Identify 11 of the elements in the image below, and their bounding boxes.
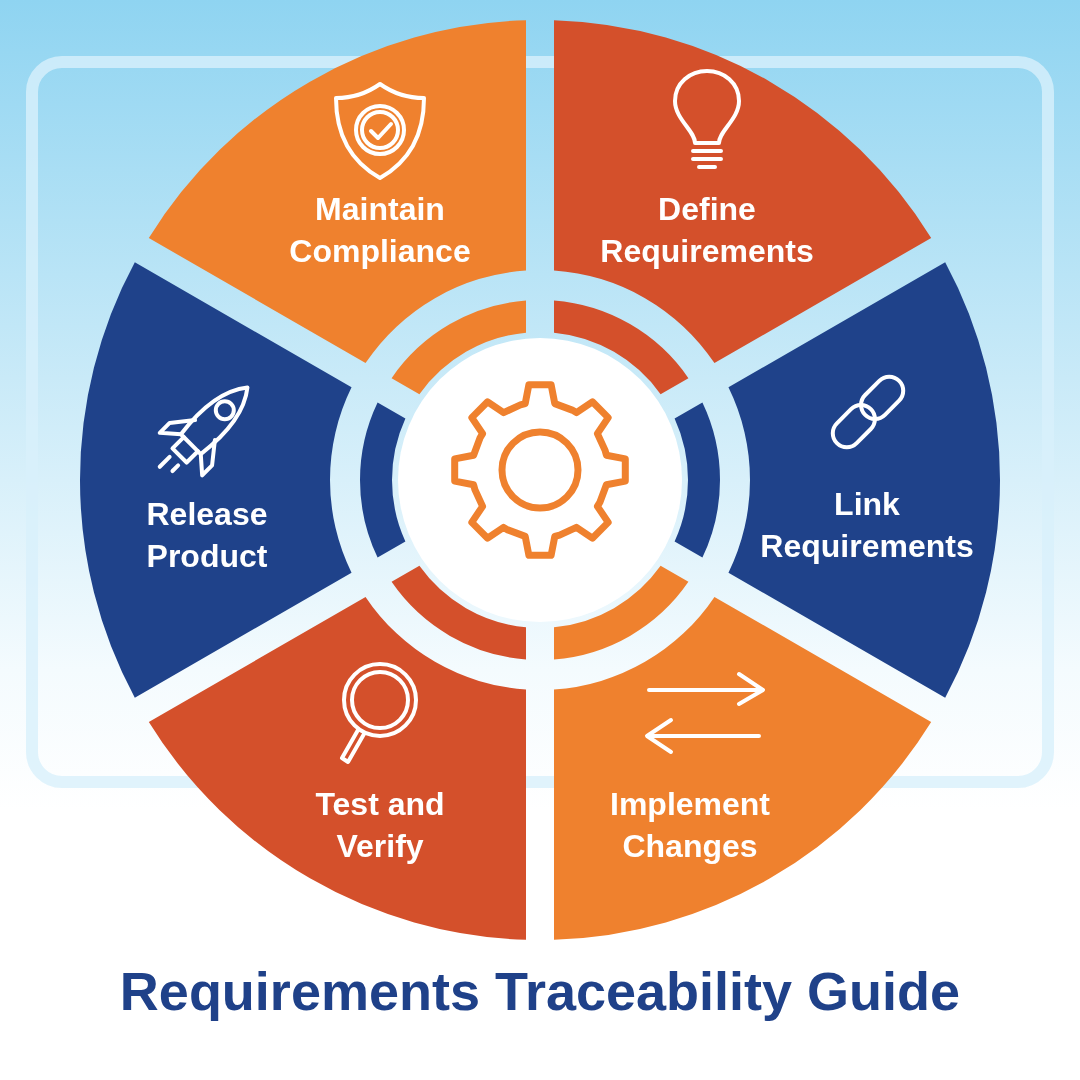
segment-label: Maintain Compliance [288, 190, 472, 271]
segment-label: Implement Changes [609, 785, 771, 866]
segment-label: Release Product [145, 495, 269, 576]
wheel-segment [148, 20, 526, 395]
segment-label: Test and Verify [314, 785, 446, 866]
wheel-segment [554, 565, 932, 940]
segment-label: Define Requirements [599, 190, 815, 271]
wheel-segment [148, 565, 526, 940]
wheel-segment [554, 20, 932, 395]
title: Requirements Traceability Guide [118, 960, 962, 1022]
segment-label: Link Requirements [759, 485, 975, 566]
